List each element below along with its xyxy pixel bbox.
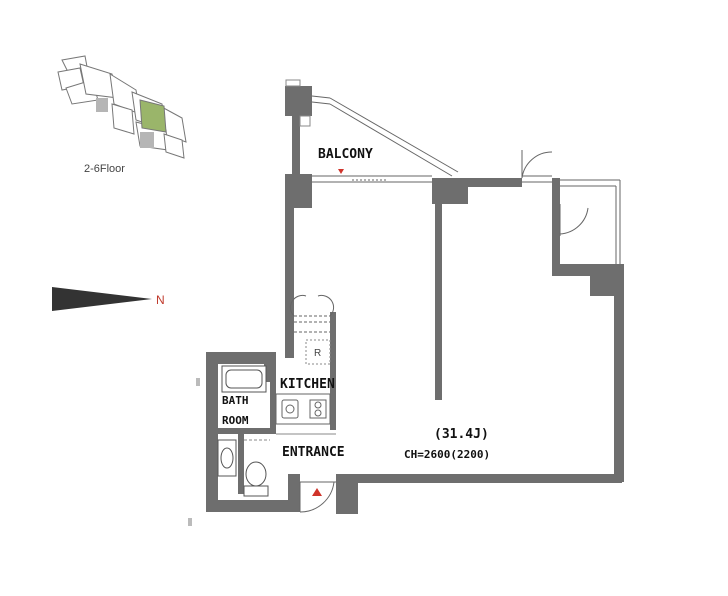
washbasin-icon [217, 439, 237, 477]
kitchen-counter-icon [275, 393, 331, 425]
kitchen-label: KITCHEN [280, 377, 335, 392]
balcony-marker-icon [338, 169, 344, 174]
north-arrow-icon [52, 287, 152, 311]
entrance-marker-icon [312, 488, 322, 496]
bathtub-icon [221, 365, 267, 393]
ceiling-height-label: CH=2600(2200) [404, 448, 490, 461]
corner-mark-2 [196, 378, 200, 386]
bathroom-label-line2: ROOM [222, 414, 249, 427]
key-plan-highlight [139, 99, 167, 133]
room-size-label: (31.4J) [434, 427, 489, 442]
key-plan [57, 55, 187, 159]
entrance-label: ENTRANCE [282, 445, 345, 460]
north-label: N [156, 293, 165, 307]
entrance-door-icon [299, 481, 336, 513]
key-plan-shade-2 [140, 132, 154, 148]
walls [206, 86, 624, 514]
floor-label: 2-6Floor [84, 163, 125, 175]
corner-mark [188, 518, 192, 526]
balcony-label: BALCONY [318, 147, 373, 162]
bathroom-label-line1: BATH [222, 394, 249, 407]
svg-text:R: R [314, 348, 321, 359]
closet-doors-icon [289, 294, 335, 333]
toilet-icon [243, 461, 269, 497]
refrigerator-icon: R [305, 339, 331, 365]
window-icon [285, 79, 311, 127]
balcony-railing [311, 95, 621, 264]
key-plan-shade-1 [96, 98, 108, 112]
balcony-door-icon [521, 150, 589, 236]
